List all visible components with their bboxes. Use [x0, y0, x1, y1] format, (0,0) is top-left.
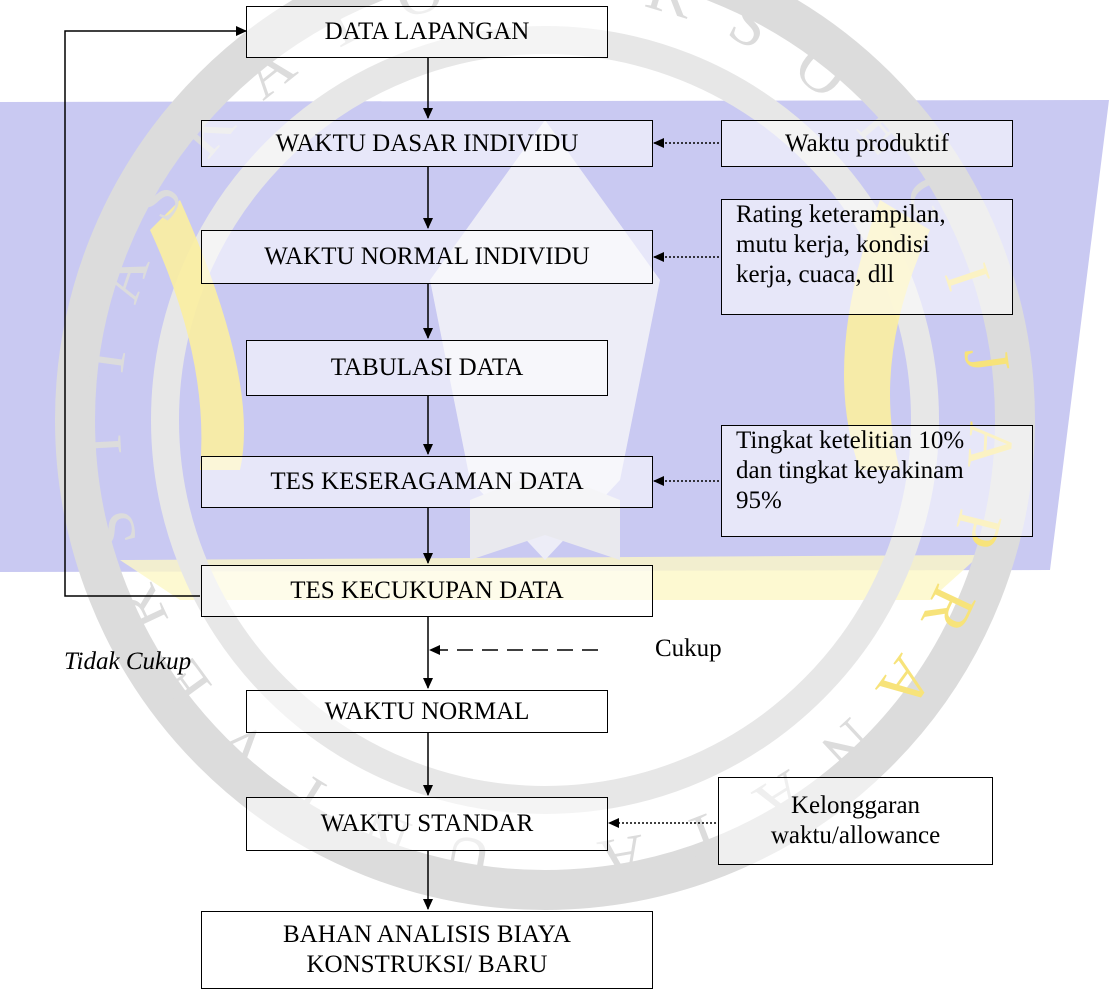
kelonggaran-line2: waktu/allowance [770, 822, 941, 849]
watermark-letter: I [63, 432, 135, 457]
loop-tidak-cukup [64, 26, 247, 597]
rating-line1: Rating keterampilan, [736, 201, 946, 228]
box-bahan-analisis: BAHAN ANALISIS BIAYA KONSTRUKSI/ BARU [201, 911, 653, 989]
box-waktu-standar-label: WAKTU STANDAR [320, 810, 534, 837]
box-waktu-normal-individu: WAKTU NORMAL INDIVIDU [201, 230, 653, 284]
box-waktu-dasar-label: WAKTU DASAR INDIVIDU [275, 129, 579, 157]
box-tes-keseragaman-label: TES KESERAGAMAN DATA [270, 468, 584, 495]
box-data-lapangan-label: DATA LAPANGAN [324, 18, 530, 45]
rating-line2: mutu kerja, kondisi [736, 231, 930, 258]
box-waktu-normal-individu-label: WAKTU NORMAL INDIVIDU [264, 243, 590, 270]
box-waktu-dasar-individu: WAKTU DASAR INDIVIDU [201, 120, 653, 167]
ketelitian-line3: 95% [736, 487, 782, 514]
waktu-produktif-label: Waktu produktif [785, 129, 949, 157]
label-cukup: Cukup [655, 635, 722, 662]
watermark-yellow-swirl [150, 200, 244, 470]
box-waktu-normal-label: WAKTU NORMAL [324, 697, 530, 725]
watermark-ring [55, 0, 1035, 910]
rating-line3: kerja, cuaca, dll [736, 261, 895, 288]
box-data-lapangan: DATA LAPANGAN [246, 6, 608, 58]
box-bahan-line1: BAHAN ANALISIS BIAYA [282, 921, 571, 948]
box-tes-kecukupan-label: TES KECUKUPAN DATA [290, 577, 564, 604]
box-tabulasi-label: TABULASI DATA [330, 354, 524, 381]
box-rating: Rating keterampilan, mutu kerja, kondisi… [721, 199, 1013, 315]
ketelitian-line2: dan tingkat keyakinam [736, 457, 964, 484]
box-bahan-line2: KONSTRUKSI/ BARU [306, 951, 548, 978]
box-tes-kecukupan: TES KECUKUPAN DATA [201, 565, 653, 617]
box-waktu-standar: WAKTU STANDAR [246, 797, 608, 851]
box-ketelitian: Tingkat ketelitian 10% dan tingkat keyak… [721, 425, 1033, 537]
box-waktu-produktif: Waktu produktif [721, 120, 1013, 167]
box-kelonggaran: Kelonggaran waktu/allowance [718, 777, 993, 865]
box-tes-keseragaman: TES KESERAGAMAN DATA [201, 456, 653, 508]
watermark-letter: I [574, 0, 602, 12]
watermark-letter: T [65, 336, 141, 384]
kelonggaran-line1: Kelonggaran [790, 792, 921, 819]
ketelitian-line1: Tingkat ketelitian 10% [736, 427, 965, 454]
box-waktu-normal: WAKTU NORMAL [246, 690, 608, 733]
box-tabulasi-data: TABULASI DATA [246, 340, 608, 396]
label-tidak-cukup: Tidak Cukup [64, 648, 192, 675]
